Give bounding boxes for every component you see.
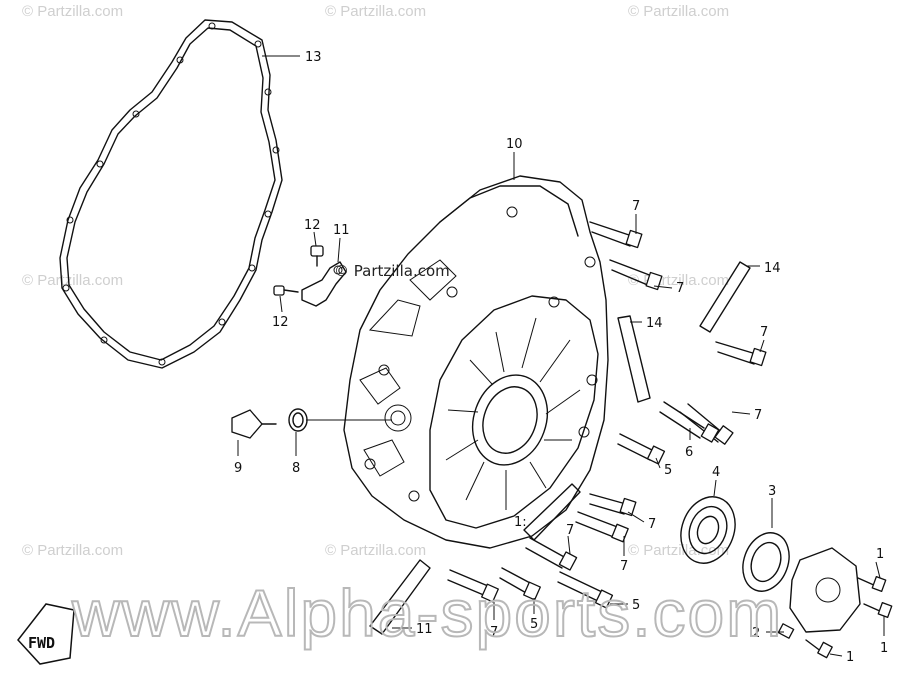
bolts [447,221,893,659]
callout-5-b: 5 [530,617,538,632]
callout-7-e: 7 [648,517,656,532]
callout-12-top: 12 [304,218,321,233]
callout-1-a: 1 [876,547,884,562]
leader-lines [237,55,885,657]
callout-7-a: 7 [632,199,640,214]
callout-14-a: 14 [764,261,781,276]
callout-7-h: 7 [490,625,498,640]
watermark-mid-left: © Partzilla.com [22,272,123,289]
callout-11-top: 11 [333,223,350,238]
callout-13: 13 [305,50,322,65]
gasket-13 [59,19,283,369]
bearing-4 [680,496,736,564]
callout-7-f: 7 [566,523,574,538]
callout-14-b: 14 [646,316,663,331]
watermark-top-center: © Partzilla.com [325,3,426,20]
watermark-layer: © Partzilla.com © Partzilla.com © Partzi… [22,3,729,559]
callout-2: 2 [752,626,760,641]
callout-10: 10 [506,137,523,152]
plug-9 [231,409,277,439]
washer-8 [288,408,308,432]
callout-6: 6 [685,445,693,460]
fwd-arrow-icon: FWD [17,603,75,665]
callout-3: 3 [768,484,776,499]
watermark-alpha-sports: www.Alpha-sports.com [71,576,783,650]
callout-labels: 13 10 12 11 12 7 7 14 14 7 7 6 5 9 8 4 3… [234,50,888,665]
side-cover-10 [343,175,609,549]
watermark-bottom-center: © Partzilla.com [325,542,426,559]
callout-9: 9 [234,461,242,476]
watermark-top-right: © Partzilla.com [628,3,729,20]
callout-7-g: 7 [620,559,628,574]
callout-5-a: 5 [664,463,672,478]
seal-3 [742,532,790,592]
watermark-top-left: © Partzilla.com [22,3,123,20]
bracket-11-12 [273,245,347,307]
watermark-partzilla-center: © Partzilla.com [334,262,450,280]
callout-11-bottom: 11 [416,622,433,637]
callout-15-partial: 1: [514,515,527,530]
callout-1-c: 1 [846,650,854,665]
callout-4: 4 [712,465,720,480]
callout-7-b: 7 [676,281,684,296]
callout-7-d: 7 [754,408,762,423]
callout-12-bottom: 12 [272,315,289,330]
watermark-bottom-right: © Partzilla.com [628,542,729,559]
watermark-bottom-left: © Partzilla.com [22,542,123,559]
callout-1-b: 1 [880,641,888,656]
cover-plate [789,547,861,633]
fwd-label: FWD [28,634,55,652]
callout-7-c: 7 [760,325,768,340]
callout-5-c: 5 [632,598,640,613]
dowel-pins-14 [369,261,751,635]
callout-8: 8 [292,461,300,476]
